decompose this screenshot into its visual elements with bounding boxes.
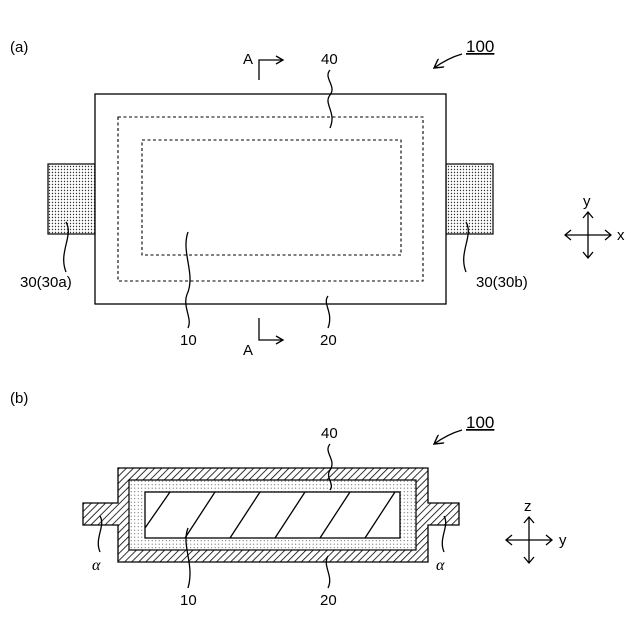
label-10-b: 10 [180,592,197,609]
label-40-a: 40 [321,51,338,68]
axis-b-z-label: z [524,498,532,515]
label-10-a: 10 [180,332,197,349]
tab-left-30a [48,164,95,234]
axis-cross-b [506,517,552,563]
section-marker-bottom: A [243,342,253,359]
label-alpha-right: α [436,557,445,574]
case-outline-top-view [95,94,446,304]
axis-b-y-label: y [559,532,567,549]
panel-a-ref-number: 100 [466,37,494,56]
section-line-bottom [259,318,282,340]
axis-a-y-label: y [583,193,591,210]
panel-b-caption: (b) [10,390,28,407]
label-tab-left: 30(30a) [20,274,72,291]
label-20-b: 20 [320,592,337,609]
label-alpha-left: α [92,557,101,574]
electrode-10-cross-section [145,492,400,538]
panel-b-ref-number: 100 [466,413,494,432]
axis-cross-a [565,212,611,258]
label-40-b: 40 [321,425,338,442]
section-marker-top: A [243,51,253,68]
axis-a-x-label: x [617,227,625,244]
label-20-a: 20 [320,332,337,349]
panel-a-caption: (a) [10,39,28,56]
panel-a-ref-arrow [434,54,462,68]
label-tab-right: 30(30b) [476,274,528,291]
tab-right-30b [446,164,493,234]
panel-b-ref-arrow [434,430,462,444]
